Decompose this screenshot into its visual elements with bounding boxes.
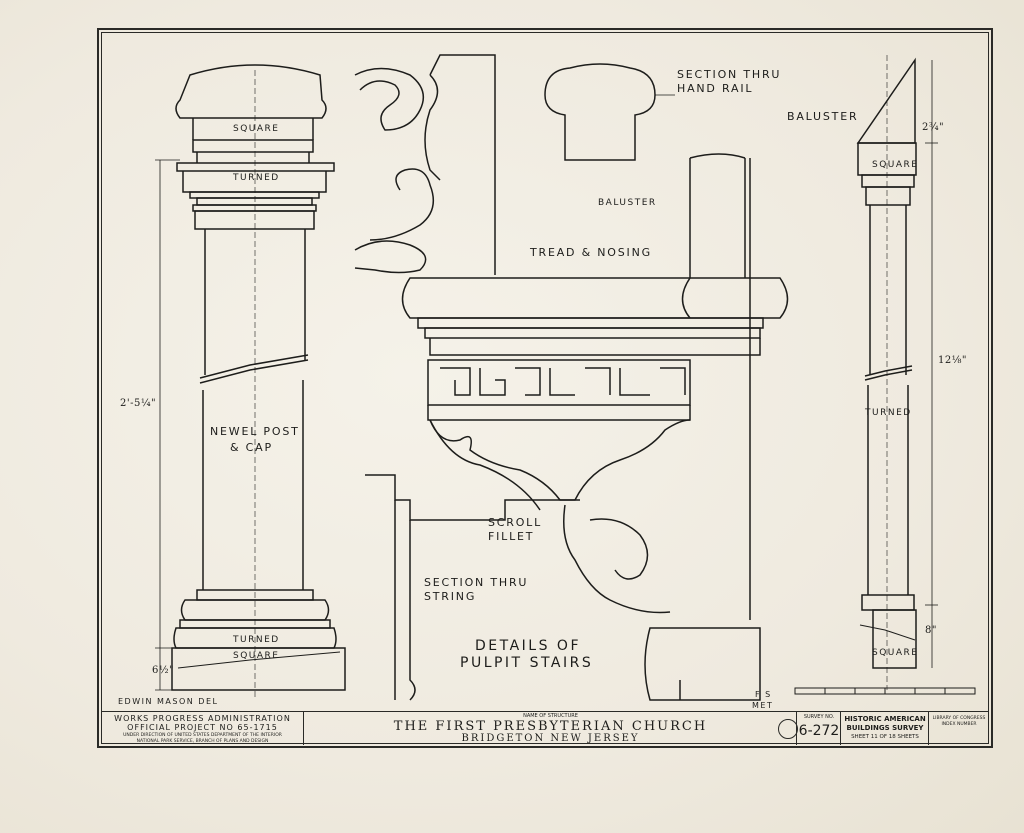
label-scroll: SCROLL [488, 516, 543, 529]
label-baluster-right: BALUSTER [787, 110, 859, 123]
label-delineator: EDWIN MASON DEL [118, 697, 219, 706]
habs-line-1: HISTORIC AMERICAN [844, 715, 926, 723]
label-newel-post: NEWEL POST [210, 425, 300, 438]
label-dim-right-top: 2¾" [922, 122, 945, 133]
label-fillet: FILLET [488, 530, 535, 543]
title-block-structure: NAME OF STRUCTURE THE FIRST PRESBYTERIAN… [304, 712, 797, 745]
baluster-right-drawing [856, 55, 938, 690]
label-tread-nosing: TREAD & NOSING [530, 246, 652, 259]
handrail-section [544, 63, 675, 161]
bracket-scroll-top [354, 54, 496, 275]
title-block-habs: HISTORIC AMERICAN BUILDINGS SURVEY SHEET… [841, 712, 929, 745]
structure-caption: NAME OF STRUCTURE [523, 713, 578, 719]
drawing-border-inner [101, 32, 989, 744]
structure-name: THE FIRST PRESBYTERIAN CHURCH [393, 719, 708, 734]
structure-location: BRIDGETON NEW JERSEY [461, 733, 640, 744]
label-section-handrail-1: SECTION THRU [677, 68, 782, 81]
label-dim-base: 6½" [152, 665, 175, 676]
title-block: WORKS PROGRESS ADMINISTRATION OFFICIAL P… [101, 711, 989, 745]
label-dim-right-bottom: 8" [925, 625, 937, 636]
title-block-survey: SURVEY NO. 6-272 [797, 712, 841, 745]
agency-line-1: WORKS PROGRESS ADMINISTRATION [114, 714, 291, 723]
label-section-handrail-2: HAND RAIL [677, 82, 754, 95]
library-line-2: INDEX NUMBER [941, 722, 977, 727]
habs-line-2: BUILDINGS SURVEY [846, 724, 924, 732]
label-baluster-middle: BALUSTER [598, 198, 657, 208]
title-block-library: LIBRARY OF CONGRESS INDEX NUMBER [929, 712, 989, 745]
label-turned-top: TURNED [233, 173, 280, 183]
scale-bar [794, 687, 976, 695]
label-turned-right: TURNED [865, 408, 912, 418]
label-initials-1: F S [755, 690, 772, 699]
label-square-top: SQUARE [233, 124, 280, 134]
survey-seal [778, 719, 798, 739]
sheet-number: SHEET 11 OF 18 SHEETS [851, 734, 919, 740]
label-turned-bottom: TURNED [233, 635, 280, 645]
label-square-bottom: SQUARE [233, 651, 280, 661]
label-section-string-2: STRING [424, 590, 477, 603]
drawing-border [97, 28, 993, 748]
agency-line-2: OFFICIAL PROJECT NO 65-1715 [127, 723, 278, 732]
label-initials-2: MET [752, 701, 774, 710]
label-square-right-top: SQUARE [872, 160, 919, 170]
label-dim-right-mid: 12⅛" [938, 355, 968, 366]
label-section-string-1: SECTION THRU [424, 576, 529, 589]
agency-line-3: UNDER DIRECTION OF UNITED STATES DEPARTM… [123, 733, 282, 738]
label-details-2: PULPIT STAIRS [460, 655, 594, 671]
newel-post-drawing [155, 64, 346, 700]
title-block-agency: WORKS PROGRESS ADMINISTRATION OFFICIAL P… [101, 712, 304, 745]
library-line-1: LIBRARY OF CONGRESS [932, 716, 986, 721]
survey-caption: SURVEY NO. [803, 714, 835, 720]
label-newel-cap: & CAP [230, 441, 273, 454]
label-details-1: DETAILS OF [475, 638, 582, 654]
label-dim-height: 2'-5¼" [120, 398, 157, 409]
survey-number: 6-272 [798, 723, 840, 739]
label-square-right-bottom: SQUARE [872, 648, 919, 658]
agency-line-4: NATIONAL PARK SERVICE, BRANCH OF PLANS A… [136, 739, 269, 744]
tread-and-string [365, 153, 789, 701]
